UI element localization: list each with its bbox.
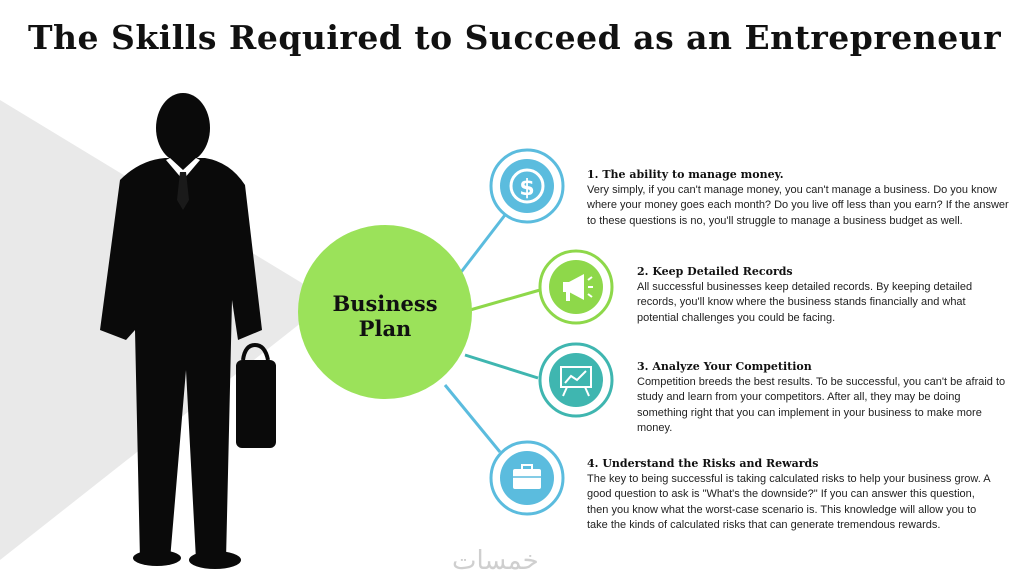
node-4 — [489, 440, 565, 516]
hub-label-line1: Business — [332, 291, 438, 316]
connector-line-4 — [443, 384, 502, 453]
skill-item-1: 1. The ability to manage money. Very sim… — [587, 167, 1012, 229]
skill-heading-2: 2. Keep Detailed Records — [637, 265, 793, 278]
briefcase-icon — [513, 464, 541, 489]
connector-line-2 — [469, 288, 541, 312]
node-1: $ — [489, 148, 565, 224]
skill-heading-4: 4. Understand the Risks and Rewards — [587, 457, 819, 470]
watermark: خمسات — [452, 546, 539, 576]
businessman-silhouette — [100, 93, 276, 569]
skill-body-1: Very simply, if you can't manage money, … — [587, 183, 1009, 227]
node-2 — [538, 249, 614, 325]
skill-item-4: 4. Understand the Risks and Rewards The … — [587, 456, 997, 534]
skill-item-3: 3. Analyze Your Competition Competition … — [637, 359, 1007, 437]
skill-body-3: Competition breeds the best results. To … — [637, 375, 1006, 435]
hub-label-line2: Plan — [358, 316, 412, 341]
hub-label: Business Plan — [300, 291, 470, 341]
dollar-icon: $ — [509, 168, 545, 204]
hub-circle — [298, 225, 472, 399]
skill-item-2: 2. Keep Detailed Records All successful … — [637, 264, 999, 326]
svg-text:$: $ — [519, 176, 534, 201]
skill-body-2: All successful businesses keep detailed … — [637, 280, 973, 324]
connector-line-3 — [464, 353, 539, 380]
connector-line-1 — [453, 214, 507, 281]
skill-body-4: The key to being successful is taking ca… — [587, 472, 990, 532]
node-3 — [538, 342, 614, 418]
megaphone-icon — [563, 274, 593, 301]
page-title: The Skills Required to Succeed as an Ent… — [28, 18, 1002, 57]
skill-heading-1: 1. The ability to manage money. — [587, 168, 784, 181]
presentation-board-icon — [560, 366, 592, 397]
skill-heading-3: 3. Analyze Your Competition — [637, 360, 812, 373]
